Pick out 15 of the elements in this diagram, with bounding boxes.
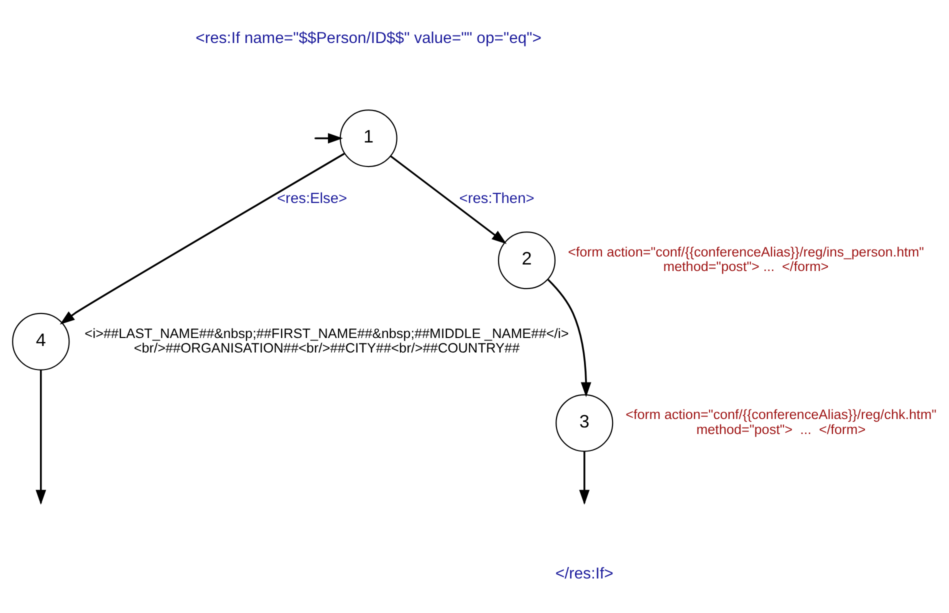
edge-label: <res:Then> [459, 191, 534, 208]
arrow [316, 133, 343, 144]
node-label: <i>##LAST_NAME##&nbsp;##FIRST_NAME##&nbsp;##MIDDLE _NAME##</i> <br/>##ORGANISATION##<br/>##CITY##<br/>##COUNTRY## [84, 326, 569, 356]
label: </res:If> [555, 565, 614, 582]
label: <res:If name="$$Person/ID$$" value="" op="eq"> [196, 30, 542, 48]
node-label: <form action="conf/{{conferenceAlias}}/reg/chk.htm" method="post"> ... </form> [626, 407, 936, 437]
node-circle: 2 [498, 232, 556, 290]
arrow [547, 278, 592, 398]
node-label: <form action="conf/{{conferenceAlias}}/reg/ins_person.htm" method="post"> ... </form> [568, 244, 924, 274]
node-circle: 4 [12, 312, 70, 370]
node-circle: 3 [556, 394, 614, 452]
arrow [390, 155, 507, 244]
node-circle: 1 [340, 109, 398, 168]
arrow [60, 152, 345, 325]
edge-label: <res:Else> [277, 191, 348, 208]
